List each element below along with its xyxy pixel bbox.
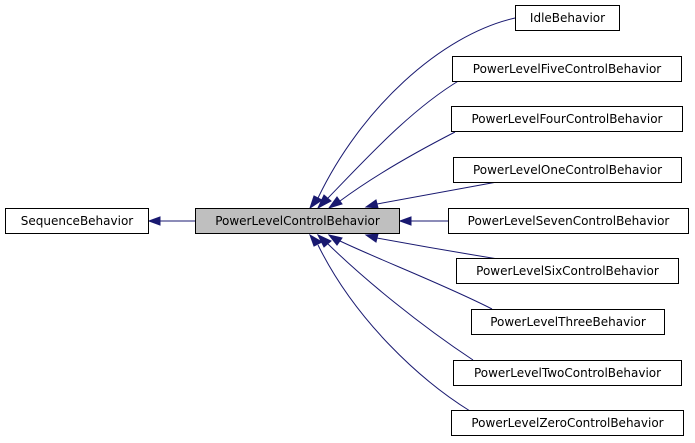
node-idlebehavior[interactable]: IdleBehavior	[515, 5, 620, 31]
edge-three-to-focus	[339, 240, 493, 310]
node-box	[5, 208, 149, 234]
node-sequencebehavior[interactable]: SequenceBehavior	[5, 208, 149, 234]
node-box	[453, 360, 682, 386]
edge-zero-to-focus	[317, 244, 471, 412]
node-powerlevelsixcontrolbehavior[interactable]: PowerLevelSixControlBehavior	[456, 258, 679, 284]
node-label: PowerLevelControlBehavior	[215, 214, 380, 228]
node-label: PowerLevelSevenControlBehavior	[468, 214, 670, 228]
edge-one-to-focus	[376, 181, 498, 205]
arrowhead-three	[327, 234, 343, 246]
arrowhead-zero	[309, 233, 324, 247]
node-box	[453, 157, 682, 183]
arrowhead-four	[327, 196, 343, 209]
arrowhead-base	[147, 216, 161, 226]
node-box	[471, 309, 665, 335]
arrowhead-idle	[309, 195, 323, 210]
node-box	[515, 5, 620, 31]
node-label: SequenceBehavior	[21, 214, 134, 228]
node-label: PowerLevelFiveControlBehavior	[473, 62, 662, 76]
arrowhead-seven	[398, 216, 412, 226]
node-powerlevelcontrolbehavior[interactable]: PowerLevelControlBehavior	[195, 208, 400, 234]
edge-six-to-focus	[376, 237, 499, 260]
node-powerlevelfourcontrolbehavior[interactable]: PowerLevelFourControlBehavior	[451, 106, 683, 132]
node-powerlevelthreebehavior[interactable]: PowerLevelThreeBehavior	[471, 309, 665, 335]
node-powerleveltwocontrolbehavior[interactable]: PowerLevelTwoControlBehavior	[453, 360, 682, 386]
node-powerlevelfivecontrolbehavior[interactable]: PowerLevelFiveControlBehavior	[452, 56, 682, 82]
node-powerlevelonecontrolbehavior[interactable]: PowerLevelOneControlBehavior	[453, 157, 682, 183]
node-powerlevelsevencontrolbehavior[interactable]: PowerLevelSevenControlBehavior	[448, 208, 689, 234]
node-label: PowerLevelZeroControlBehavior	[471, 416, 663, 430]
node-box	[456, 258, 679, 284]
node-box	[452, 56, 682, 82]
node-box	[451, 106, 683, 132]
node-label: PowerLevelOneControlBehavior	[473, 163, 662, 177]
edge-idle-to-focus	[317, 17, 516, 199]
edge-five-to-focus	[327, 79, 461, 199]
edge-four-to-focus	[339, 131, 456, 202]
arrowhead-five	[316, 194, 332, 210]
node-label: PowerLevelThreeBehavior	[490, 315, 646, 329]
node-powerlevelzerocontrolbehavior[interactable]: PowerLevelZeroControlBehavior	[451, 410, 684, 436]
arrowhead-one	[364, 199, 379, 209]
node-label: IdleBehavior	[530, 11, 605, 25]
edge-two-to-focus	[327, 243, 474, 361]
node-label: PowerLevelSixControlBehavior	[476, 264, 659, 278]
node-box	[451, 410, 684, 436]
node-label: PowerLevelFourControlBehavior	[472, 112, 663, 126]
node-label: PowerLevelTwoControlBehavior	[474, 366, 661, 380]
node-box	[448, 208, 689, 234]
node-box-focus	[195, 208, 400, 234]
arrowhead-six	[364, 233, 379, 243]
